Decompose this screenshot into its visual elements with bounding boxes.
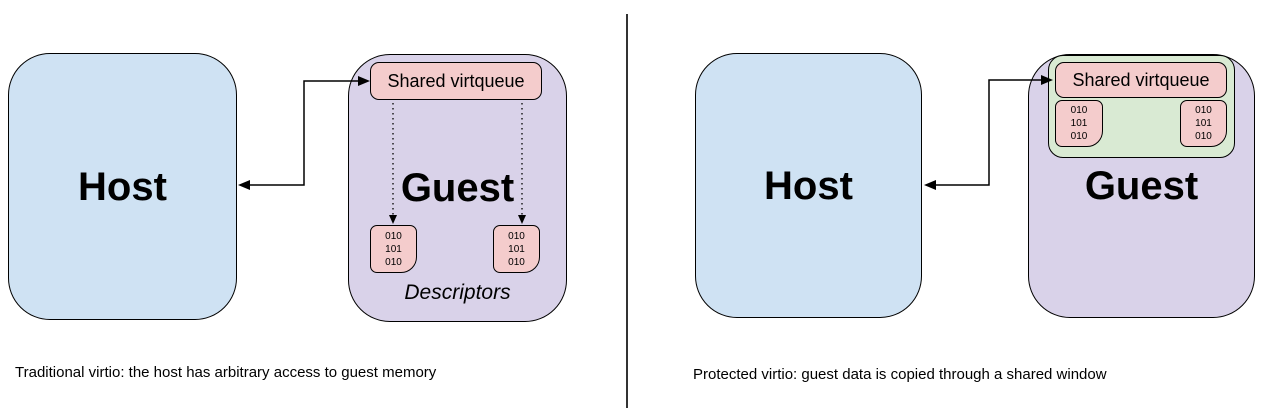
left-host-box: Host [8,53,237,320]
bits-line: 010 [385,230,402,242]
bits-line: 101 [1195,118,1212,129]
bits-line: 010 [1070,131,1088,142]
right-host-label: Host [764,163,853,208]
bits-line: 101 [385,243,402,255]
right-descriptor-box-2: 010 101 010 [1180,100,1227,147]
right-shared-virtqueue-label: Shared virtqueue [1072,69,1210,90]
left-shared-virtqueue-label: Shared virtqueue [387,70,525,91]
left-host-label: Host [78,164,167,209]
right-descriptor-box-1: 010 101 010 [1055,100,1103,147]
right-caption: Protected virtio: guest data is copied t… [693,366,1107,383]
bits-line: 010 [508,230,525,242]
bits-line: 010 [385,256,402,268]
left-guest-label: Guest [400,166,515,210]
right-shared-virtqueue-box: Shared virtqueue [1055,62,1227,98]
bits-line: 101 [1070,118,1088,129]
bits-line: 010 [1195,131,1212,142]
panel-divider [626,14,628,408]
left-shared-virtqueue-box: Shared virtqueue [370,62,542,100]
bits-line: 010 [508,256,525,268]
left-descriptor-box-2: 010 101 010 [493,225,540,273]
left-descriptor-box-1: 010 101 010 [370,225,417,273]
right-guest-label: Guest [1084,164,1199,208]
left-caption: Traditional virtio: the host has arbitra… [15,364,437,381]
right-host-box: Host [695,53,922,318]
descriptors-label: Descriptors [404,281,511,304]
bits-line: 101 [508,243,525,255]
bits-line: 010 [1070,105,1088,116]
bits-line: 010 [1195,105,1212,116]
